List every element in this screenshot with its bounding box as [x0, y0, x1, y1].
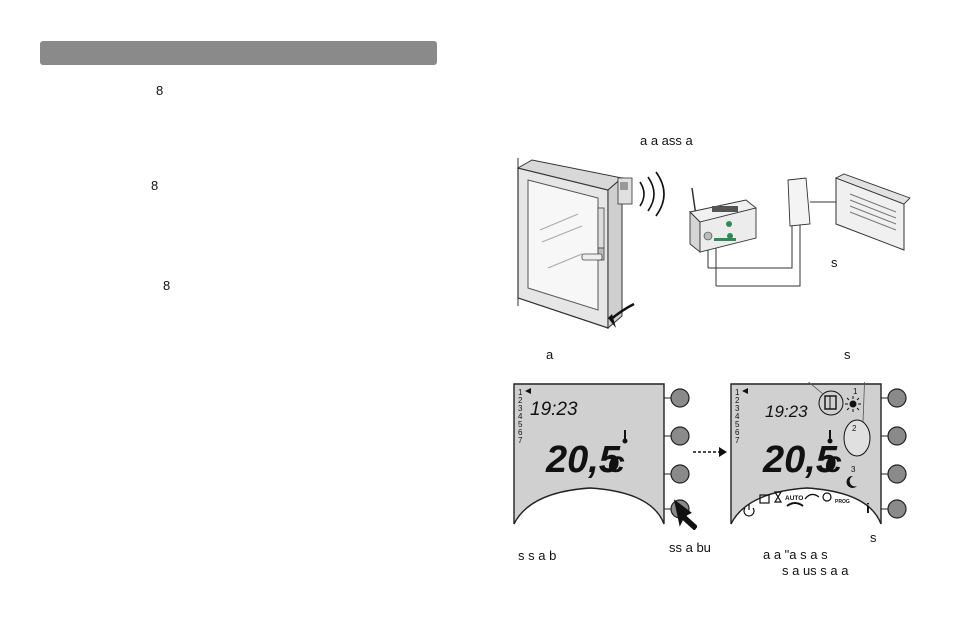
left-thermostat-display: 1 2 3 4 5 6 7 19:23 20,5 c	[513, 383, 697, 530]
side-button-3	[670, 464, 690, 484]
side-button-1	[670, 388, 690, 408]
svg-text:5: 5	[518, 420, 523, 429]
temperature-readout: 20,5	[762, 439, 838, 481]
svg-text:4: 4	[735, 412, 740, 421]
press-button-label: ss a bu	[669, 540, 711, 555]
list-item-marker-1: 8	[156, 83, 164, 98]
hourglass-icon	[773, 491, 783, 503]
eco-icon	[804, 493, 820, 500]
svg-text:7: 7	[735, 436, 740, 445]
svg-text:1: 1	[518, 388, 523, 397]
callout-leader-line	[807, 382, 824, 395]
power-icon	[743, 504, 755, 517]
radio-waves-icon	[639, 171, 665, 217]
day-pointer-icon	[525, 388, 531, 394]
window-heater-diagram	[516, 158, 911, 330]
prog-mode-label: PROG	[835, 499, 850, 505]
info-icon: i	[866, 500, 870, 516]
list-item-marker-3: 8	[163, 278, 171, 293]
junction-box	[787, 177, 811, 227]
clock-icon	[822, 492, 832, 502]
right-bottom-caption-line2: s a us s a a	[782, 563, 849, 578]
svg-text:4: 4	[518, 412, 523, 421]
temperature-unit: c	[608, 446, 625, 479]
side-button-2	[887, 426, 907, 446]
sun-icon	[845, 396, 861, 412]
svg-text:5: 5	[735, 420, 740, 429]
side-button-1	[887, 388, 907, 408]
program-day-digits-right: 1 2 3 4 5 6 7	[735, 388, 740, 445]
left-display-caption: a	[546, 347, 554, 362]
heater-label: s	[831, 255, 838, 270]
window-illustration	[516, 158, 635, 330]
svg-text:6: 6	[518, 428, 523, 437]
svg-text:3: 3	[735, 404, 740, 413]
temperature-unit: c	[825, 446, 842, 479]
program-day-digits-left: 1 2 3 4 5 6 7	[518, 388, 523, 445]
wiring-lines	[708, 201, 836, 287]
highlight-oval	[843, 419, 871, 457]
side-button-3	[887, 464, 907, 484]
left-bottom-caption: s s a b	[518, 548, 557, 563]
right-bottom-caption-line1: a a "a s a s	[763, 547, 828, 562]
info-button-label: s	[870, 530, 877, 545]
callout-number-3: 3	[851, 465, 856, 474]
section-header-bar	[40, 41, 437, 65]
svg-text:2: 2	[735, 396, 740, 405]
thermometer-icon	[622, 430, 628, 444]
moon-icon	[846, 475, 857, 488]
cursor-pointer-icon	[673, 499, 697, 530]
svg-text:2: 2	[518, 396, 523, 405]
svg-text:7: 7	[518, 436, 523, 445]
auto-mode-label: AUTO	[785, 495, 803, 502]
list-item-marker-2: 8	[151, 178, 159, 193]
callout-circle	[818, 390, 844, 416]
side-button-4	[887, 499, 907, 519]
auto-mode-indicator	[786, 502, 804, 507]
day-pointer-icon	[742, 388, 748, 394]
heater-illustration	[834, 173, 911, 251]
time-readout: 19:23	[765, 402, 808, 421]
svg-text:1: 1	[735, 388, 740, 397]
side-button-2	[670, 426, 690, 446]
right-thermostat-display: 1 2 3 4 5 6 7 19:23 20,5 c 1 2 3 AUTO PR…	[730, 382, 907, 525]
temperature-readout: 20,5	[545, 439, 621, 481]
thermometer-icon	[827, 430, 833, 444]
time-readout: 19:23	[530, 399, 578, 420]
callout-leader-line	[862, 382, 865, 423]
callout-number-1: 1	[853, 387, 858, 396]
top-figure-caption: a a ass a	[640, 133, 693, 148]
right-display-caption: s	[844, 347, 851, 362]
briefcase-icon	[759, 494, 770, 504]
receiver-module	[689, 187, 757, 286]
dashed-arrow-icon	[693, 447, 727, 457]
callout-number-2: 2	[852, 424, 857, 433]
svg-text:6: 6	[735, 428, 740, 437]
svg-text:3: 3	[518, 404, 523, 413]
